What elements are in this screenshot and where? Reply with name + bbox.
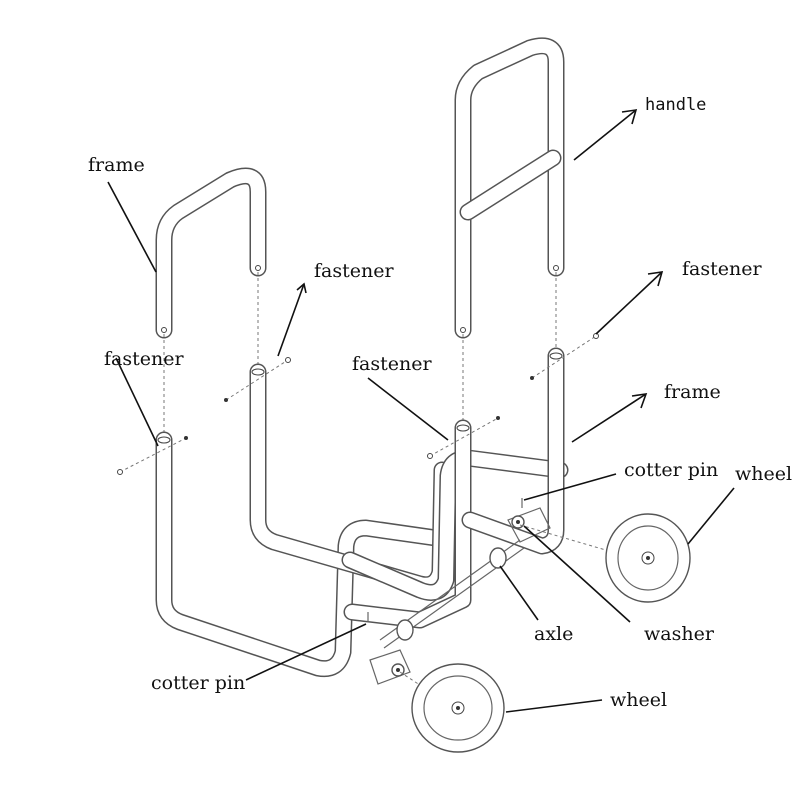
axle-part xyxy=(379,539,525,649)
lower-frame-part xyxy=(155,347,569,678)
handle-part xyxy=(454,37,565,339)
label-cotter-pin-right: cotter pin xyxy=(624,459,718,481)
label-cotter-pin-left: cotter pin xyxy=(151,672,245,694)
label-handle: handle xyxy=(645,95,706,115)
label-washer: washer xyxy=(644,623,715,645)
fastener-bolts xyxy=(117,333,599,475)
label-axle: axle xyxy=(534,623,573,645)
labels: handle frame fastener fastener fastener … xyxy=(88,95,792,711)
leader-lines xyxy=(107,109,735,713)
label-fastener-center: fastener xyxy=(352,353,432,375)
label-frame-right: frame xyxy=(664,381,721,403)
label-wheel-bottom: wheel xyxy=(610,689,667,711)
left-upper-frame-part xyxy=(155,167,267,339)
label-fastener-right: fastener xyxy=(682,258,762,280)
alignment-lines xyxy=(163,272,557,432)
label-fastener-left: fastener xyxy=(104,348,184,370)
label-frame-left: frame xyxy=(88,154,145,176)
label-wheel-right: wheel xyxy=(735,463,792,485)
right-wheel-part xyxy=(605,513,691,603)
bottom-wheel-part xyxy=(411,663,505,753)
label-fastener-upper: fastener xyxy=(314,260,394,282)
